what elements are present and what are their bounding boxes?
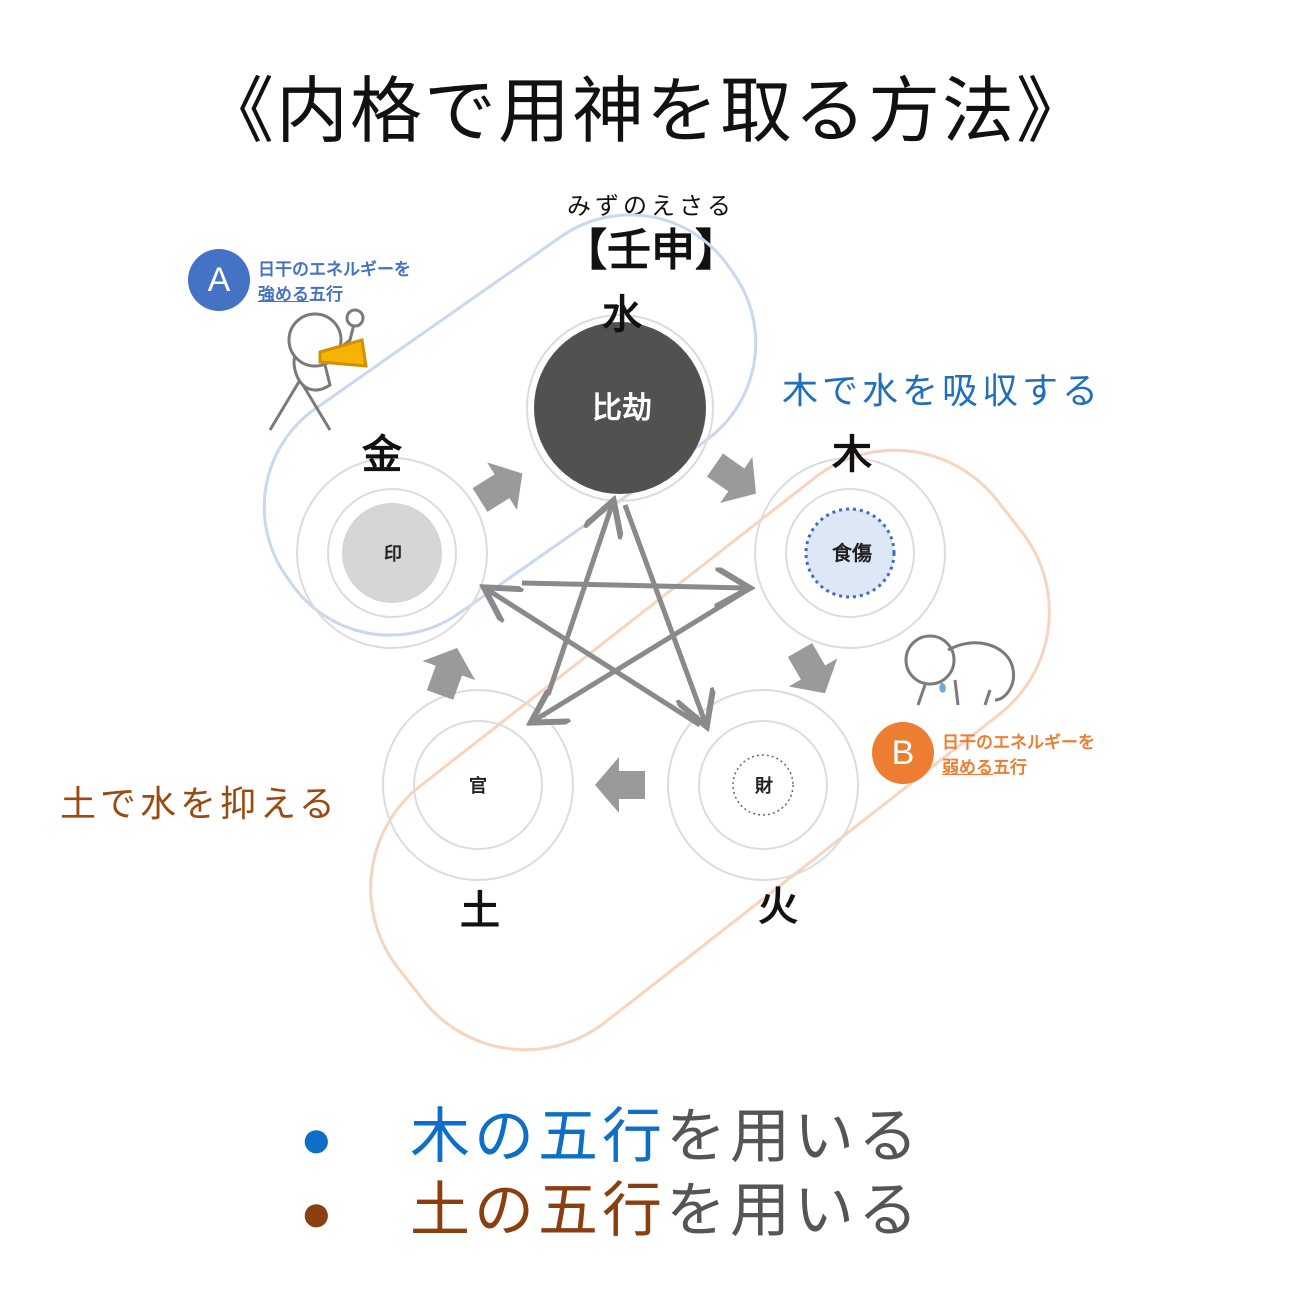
badge-b-weaken: 弱める [942,758,993,777]
node-earth [382,689,574,881]
bullet-dot: ● [300,1183,337,1243]
badge-b: B [872,722,934,784]
badge-b-caption: 日干のエネルギーを 弱める五行 [942,730,1095,780]
element-earth: 土 [460,887,500,934]
badge-a-line1: 日干のエネルギーを [258,260,411,279]
note-wood-absorbs-water: 木で水を吸収する [782,370,1103,411]
badge-a-strengthen: 強める [258,285,309,304]
megaphone-person-icon [268,308,368,431]
element-wood: 木 [832,431,872,478]
badge-a-caption: 日干のエネルギーを 強める五行 [258,257,411,307]
element-fire: 火 [758,883,798,930]
badge-b-line1: 日干のエネルギーを [942,733,1095,752]
god-label-kan: 官 [469,775,487,797]
tired-person-icon [904,634,1015,706]
element-water: 水 [602,291,642,338]
page-title: 《内格で用神を取る方法》 [201,69,1090,153]
bullet-wood-highlight: 木の五行 [410,1103,666,1170]
badge-b-gogyo: 五行 [993,758,1027,777]
bullet-wood: ● 木の五行を用いる [300,1088,1020,1175]
bullet-earth-highlight: 土の五行 [410,1177,666,1244]
god-label-zai: 財 [755,775,773,797]
node-wood [754,457,946,649]
orange-group-outline [369,448,1051,1052]
god-label-in: 印 [384,544,402,565]
god-label-hikou: 比劫 [592,391,652,426]
element-metal: 金 [362,431,402,478]
bullet-dot: ● [300,1109,337,1169]
bullet-earth-rest: を用いる [666,1177,922,1244]
badge-a-gogyo: 五行 [309,285,343,304]
pentagram-arrows [488,505,745,725]
note-earth-restrains-water: 土で水を抑える [60,783,339,824]
god-label-shokushou: 食傷 [832,541,872,565]
cycle-arrows [422,453,838,813]
blue-group-outline [262,213,758,637]
bullet-wood-rest: を用いる [666,1103,922,1170]
badge-a: A [188,249,250,311]
pillar-label: 【壬申】 [563,225,739,276]
bullet-earth: ● 土の五行を用いる [300,1162,1020,1249]
node-metal [296,457,488,649]
node-fire [667,689,859,881]
